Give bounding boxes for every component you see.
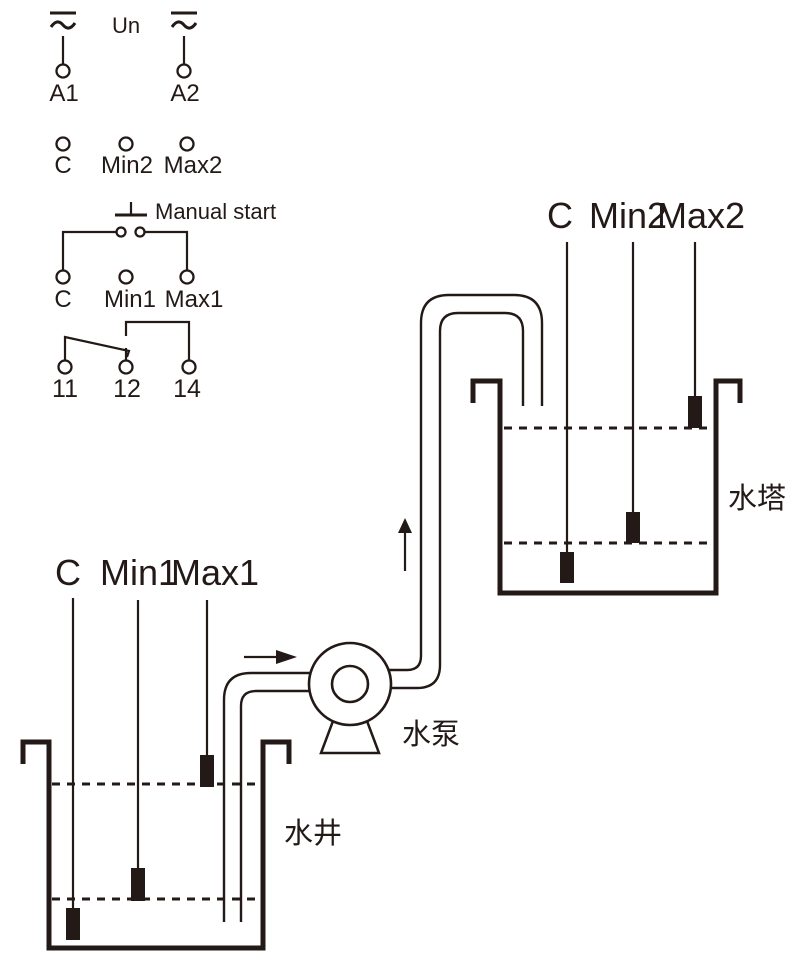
changeover-contact-arm — [63, 335, 131, 360]
well-probe-max1-label: Max1 — [171, 552, 259, 593]
tower-probe-terminals: C Min2 Max2 — [54, 136, 223, 179]
terminal-11-label: 11 — [52, 375, 78, 403]
button-wire-left — [61, 230, 116, 270]
terminal-c2 — [55, 136, 71, 152]
tower-probe-min2 — [626, 512, 640, 543]
manual-start-section: Manual start C Min1 Max1 — [54, 199, 276, 313]
application-diagram: C Min1 Max1 水井 水泵 — [20, 195, 786, 951]
terminal-c1-label: C — [54, 286, 71, 313]
water-pump: 水泵 — [307, 641, 460, 755]
flow-up-icon — [398, 518, 412, 571]
well-probe-c-label: C — [55, 552, 81, 593]
discharge-pipe — [368, 293, 544, 690]
terminal-c1 — [55, 269, 71, 285]
flow-right-icon — [244, 650, 297, 664]
well-probe-min1 — [131, 868, 145, 901]
relay-output-contacts: 11 12 14 — [52, 320, 201, 403]
terminal-c2-label: C — [54, 152, 71, 179]
tower-name-label: 水塔 — [728, 482, 786, 515]
push-button-icon — [115, 202, 147, 238]
terminal-a1 — [55, 63, 71, 79]
terminal-a2-label: A2 — [170, 80, 199, 107]
pump-name-label: 水泵 — [402, 718, 460, 751]
tower-probe-min2-label: Min2 — [589, 195, 667, 236]
terminal-max1 — [179, 269, 195, 285]
terminal-wiring-diagram: Un A1 A2 C Min2 Max2 Manual start — [49, 11, 276, 403]
terminal-14 — [181, 359, 197, 375]
terminal-14-label: 14 — [173, 375, 201, 403]
supply-section: Un A1 A2 — [49, 11, 200, 107]
well-probe-c — [66, 908, 80, 940]
terminal-min2-label: Min2 — [101, 152, 153, 179]
water-tower: C Min2 Max2 水塔 — [470, 195, 786, 596]
button-wire-right — [145, 230, 189, 270]
terminal-min2 — [118, 136, 134, 152]
tower-probe-c — [560, 552, 574, 583]
water-well: C Min1 Max1 水井 — [20, 552, 342, 951]
terminal-max1-label: Max1 — [165, 286, 224, 313]
supply-voltage-label: Un — [112, 13, 140, 38]
well-probe-max1 — [200, 755, 214, 787]
terminal-max2 — [179, 136, 195, 152]
terminal-11 — [57, 359, 73, 375]
well-name-label: 水井 — [284, 817, 342, 850]
well-probe-min1-label: Min1 — [100, 552, 178, 593]
tower-tank-outline — [470, 378, 743, 596]
terminal-12-label: 12 — [113, 375, 141, 403]
terminal-min1-label: Min1 — [104, 286, 156, 313]
no-contact-bracket — [124, 320, 191, 360]
suction-pipe — [222, 671, 332, 922]
terminal-min1 — [118, 269, 134, 285]
terminal-a1-label: A1 — [49, 80, 78, 107]
manual-start-label: Manual start — [155, 199, 276, 224]
tower-probe-max2 — [688, 396, 702, 428]
tower-probe-c-label: C — [547, 195, 573, 236]
ac-supply-icon — [49, 11, 77, 30]
tower-probe-max2-label: Max2 — [657, 195, 745, 236]
pump-impeller — [330, 664, 370, 704]
terminal-a2 — [176, 63, 192, 79]
well-tank-outline — [20, 739, 292, 951]
terminal-12 — [118, 359, 134, 375]
ac-supply-icon — [170, 11, 198, 30]
terminal-max2-label: Max2 — [164, 152, 223, 179]
